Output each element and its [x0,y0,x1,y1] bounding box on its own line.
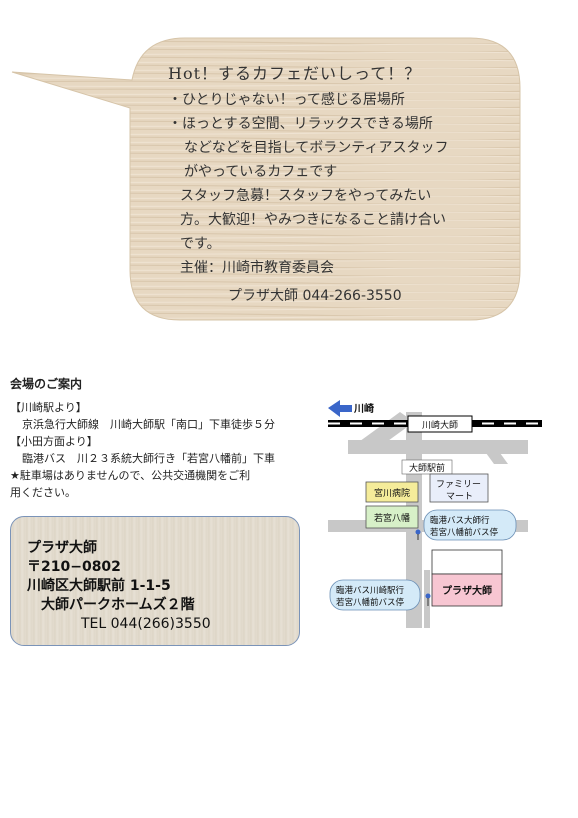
building-outline [431,549,503,575]
bubble-line: がやっているカフェです [184,164,338,180]
bubble-line: ・ひとりじゃない！って感じる居場所 [168,92,405,108]
station-box [407,415,473,433]
shrine-box [365,505,419,529]
street-address: 川崎区大師駅前 1-1-5 [27,578,171,594]
bus-stop-2-marker-icon [425,593,431,599]
hospital-label: 宮川病院 [374,487,410,499]
access-line: 臨港バス 川２３系統大師行き「若宮八幡前」下車 [22,452,275,465]
bubble-title: Hot！するカフェだいしって！？ [168,64,422,83]
road-right-diag [478,442,508,464]
family-mart-label-2: マート [446,492,473,502]
access-line: 京浜急行大師線 川崎大師駅「南口」下車徒歩５分 [22,418,275,431]
speech-bubble-shape [11,37,521,321]
shrine-label: 若宮八幡 [374,512,410,524]
access-line: ★駐車場はありませんので、公共交通機関をご利 [10,469,251,482]
bus-stop-2-label-2: 若宮八幡前バス停 [336,597,405,608]
access-line: 用ください。 [10,486,76,499]
bubble-line: です。 [180,236,221,252]
access-map: 川崎 川崎大師 大師駅前 宮川病院 ファミリー マート 若宮八幡 臨港バス大師行… [328,392,548,628]
bus-stop-2-box [329,579,421,611]
telephone: TEL 044(266)3550 [81,616,211,632]
road-horizontal [348,440,528,454]
bubble-line: 方。大歓迎！やみつきになること請け合い [180,212,446,228]
bubble-text: Hot！するカフェだいしって！？ ・ひとりじゃない！って感じる居場所 ・ほっとす… [168,62,508,308]
contact-line: プラザ大師 044-266-3550 [228,288,402,304]
bus-stop-1-box [423,509,517,541]
address-box: プラザ大師 〒210−0802 川崎区大師駅前 1-1-5 大師パークホームズ２… [10,516,300,646]
bubble-line: などなどを目指してボランティアスタッフ [184,140,449,156]
access-line: 【川崎駅より】 [10,401,87,414]
venue-name: プラザ大師 [27,540,97,556]
venue-label: プラザ大師 [442,584,492,597]
hospital-box [365,481,419,503]
access-line: 【小田方面より】 [10,435,98,448]
address-text: プラザ大師 〒210−0802 川崎区大師駅前 1-1-5 大師パークホームズ２… [27,539,211,634]
station-label: 川崎大師 [422,419,458,431]
bubble-line: スタッフ急募！スタッフをやってみたい [180,188,432,204]
bus-stop-2-label: 臨港バス川崎駅行 [336,585,405,596]
bubble-line: ・ほっとする空間、リラックスできる場所 [168,116,433,132]
bus-stop-1-marker-icon [415,529,421,535]
bus-stop-1-label: 臨港バス大師行 [430,515,490,526]
bus-stop-1-label-2: 若宮八幡前バス停 [430,527,499,538]
organizer-line: 主催：川崎市教育委員会 [180,260,334,276]
street-label-box [401,459,453,475]
map-svg: 川崎 川崎大師 大師駅前 宮川病院 ファミリー マート 若宮八幡 臨港バス大師行… [328,400,542,628]
postal-code: 〒210−0802 [27,559,121,575]
family-mart-box [429,473,489,503]
access-section: 会場のご案内 【川崎駅より】 京浜急行大師線 川崎大師駅「南口」下車徒歩５分 【… [10,376,310,501]
access-title: 会場のご案内 [10,377,83,391]
family-mart-label: ファミリー [436,480,481,490]
building-name: 大師パークホームズ２階 [41,597,195,613]
arrow-label: 川崎 [353,402,374,415]
venue-box [431,573,503,607]
road-small [424,570,430,628]
speech-bubble: Hot！するカフェだいしって！？ ・ひとりじゃない！って感じる居場所 ・ほっとす… [0,0,578,340]
street-label: 大師駅前 [409,462,445,474]
arrow-icon [328,400,352,417]
